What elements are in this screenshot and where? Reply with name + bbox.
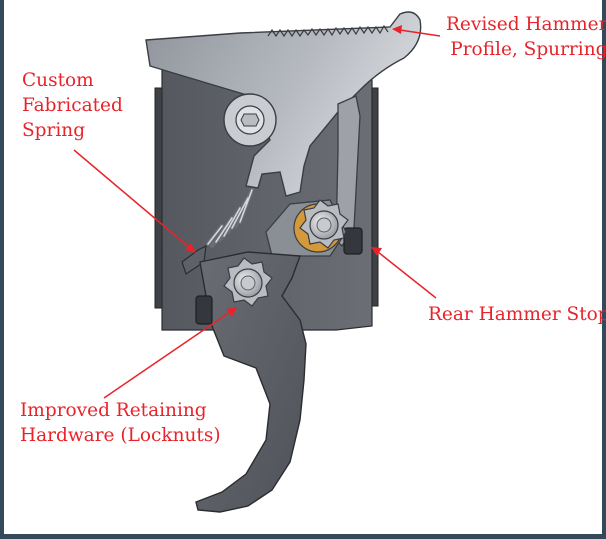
spring-leader-line <box>73 149 191 249</box>
stop-leader-line <box>377 251 437 299</box>
diagram-frame: Revised Hammer Profile, Spurring Custom … <box>4 0 606 534</box>
callout-hardware-line-2: Hardware (Locknuts) <box>20 425 221 446</box>
hammer-leader-arrow <box>392 25 402 34</box>
leader-lines <box>73 25 441 399</box>
trigger-locknut <box>223 257 273 307</box>
callout-rear-hammer-stop: Rear Hammer Stop <box>428 302 606 327</box>
callout-spring-line-1: Custom <box>22 70 94 91</box>
sear-locknut <box>299 199 349 249</box>
hammer-leader-line <box>399 29 441 37</box>
callout-hammer-profile: Revised Hammer Profile, Spurring <box>446 12 606 62</box>
callout-spring-line-3: Spring <box>22 120 86 141</box>
trigger-locknut-bolt <box>240 275 256 291</box>
callout-hammer-line-2: Profile, Spurring <box>450 39 606 60</box>
callout-hammer-line-1: Revised Hammer <box>446 14 606 35</box>
custom-spring <box>181 188 254 275</box>
stop-leader-arrow <box>371 247 382 256</box>
trigger-stop-screw <box>195 295 213 325</box>
callout-retaining-hardware: Improved Retaining Hardware (Locknuts) <box>20 398 221 448</box>
hardware-leader-arrow <box>226 307 237 317</box>
hammer-pivot-hex-socket <box>240 113 260 127</box>
rear-hammer-stop <box>335 95 363 255</box>
hammer-body <box>145 11 422 197</box>
callout-stop-line-1: Rear Hammer Stop <box>428 304 606 325</box>
spring-coil-highlight <box>207 189 253 245</box>
rear-hammer-stop-block <box>343 227 363 255</box>
spring-leg <box>181 244 207 275</box>
hammer <box>145 11 422 197</box>
hammer-serrations <box>267 24 389 38</box>
sear-locknut-bolt <box>316 217 332 233</box>
trigger-assembly-drawing <box>73 11 441 513</box>
hardware-leader-line <box>103 311 231 399</box>
spring-leader-arrow <box>185 243 196 253</box>
callout-hardware-line-1: Improved Retaining <box>20 400 207 421</box>
callout-spring-line-2: Fabricated <box>22 95 123 116</box>
callout-custom-spring: Custom Fabricated Spring <box>22 68 123 143</box>
